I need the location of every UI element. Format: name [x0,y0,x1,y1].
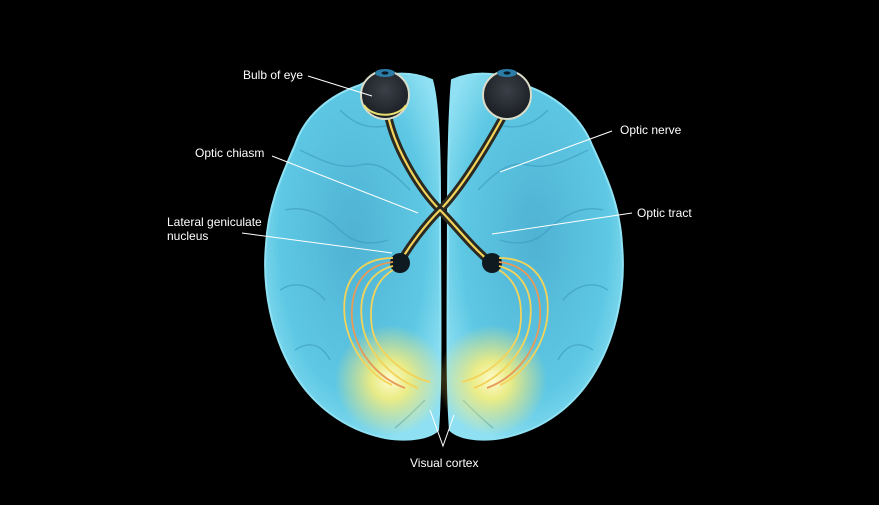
right-eye [482,69,532,120]
left-eye [360,69,410,120]
left-lgn [390,253,410,273]
label-bulb-of-eye: Bulb of eye [243,68,304,82]
right-cortex-glow [437,325,547,435]
label-lateral-geniculate-nucleus: Lateral geniculate nucleus [167,215,262,243]
label-optic-tract: Optic tract [637,206,692,220]
optic-radiations [343,257,549,389]
label-optic-nerve: Optic nerve [620,123,682,137]
leader-lines [241,75,633,448]
label-visual-cortex: Visual cortex [410,456,479,470]
label-optic-chiasm: Optic chiasm [195,146,265,160]
right-lgn [482,253,502,273]
